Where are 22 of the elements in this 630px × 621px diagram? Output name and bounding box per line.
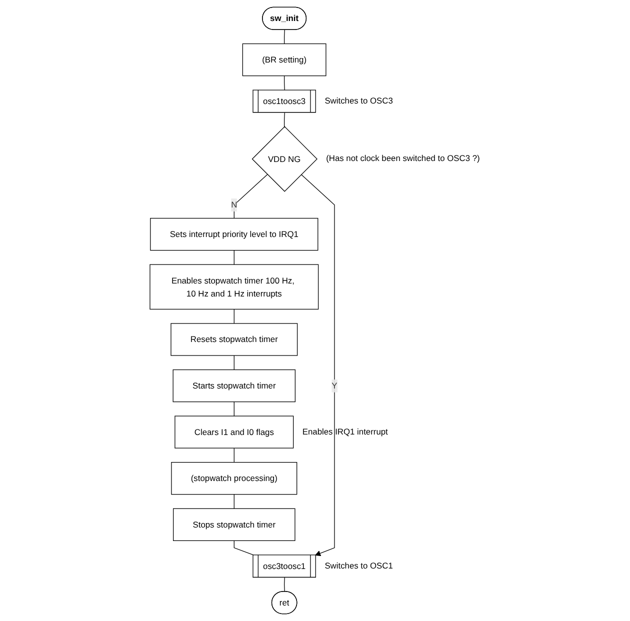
arrow (300, 174, 335, 556)
connector (284, 112, 285, 127)
side-note: Enables IRQ1 interrupt (302, 426, 388, 436)
side-note: (Has not clock been switched to OSC3 ?) (326, 153, 480, 164)
side-note: Switches to OSC1 (324, 560, 393, 570)
node-box: Resets stopwatch timer (170, 323, 298, 356)
node-box: Clears I1 and I0 flags (174, 416, 294, 448)
node-box: (BR setting) (242, 43, 326, 76)
side-note: Switches to OSC3 (324, 95, 393, 106)
edge-label: N (231, 200, 238, 210)
node-box: Starts stopwatch timer (172, 369, 296, 402)
node-box: Enables stopwatch timer 100 Hz, 10 Hz and 1 Hz interrupts (150, 264, 319, 310)
connector (234, 174, 268, 219)
connector (284, 75, 285, 91)
edge-label: Y (332, 380, 338, 390)
connector (284, 577, 285, 592)
connector (284, 30, 285, 44)
node-box: (stopwatch processing) (171, 462, 298, 495)
connector (234, 540, 254, 556)
node-box: Stops stopwatch timer (173, 508, 296, 541)
node-diamond: VDD NG (252, 126, 318, 192)
node-box: Sets interrupt priority level to IRQ1 (150, 218, 318, 251)
